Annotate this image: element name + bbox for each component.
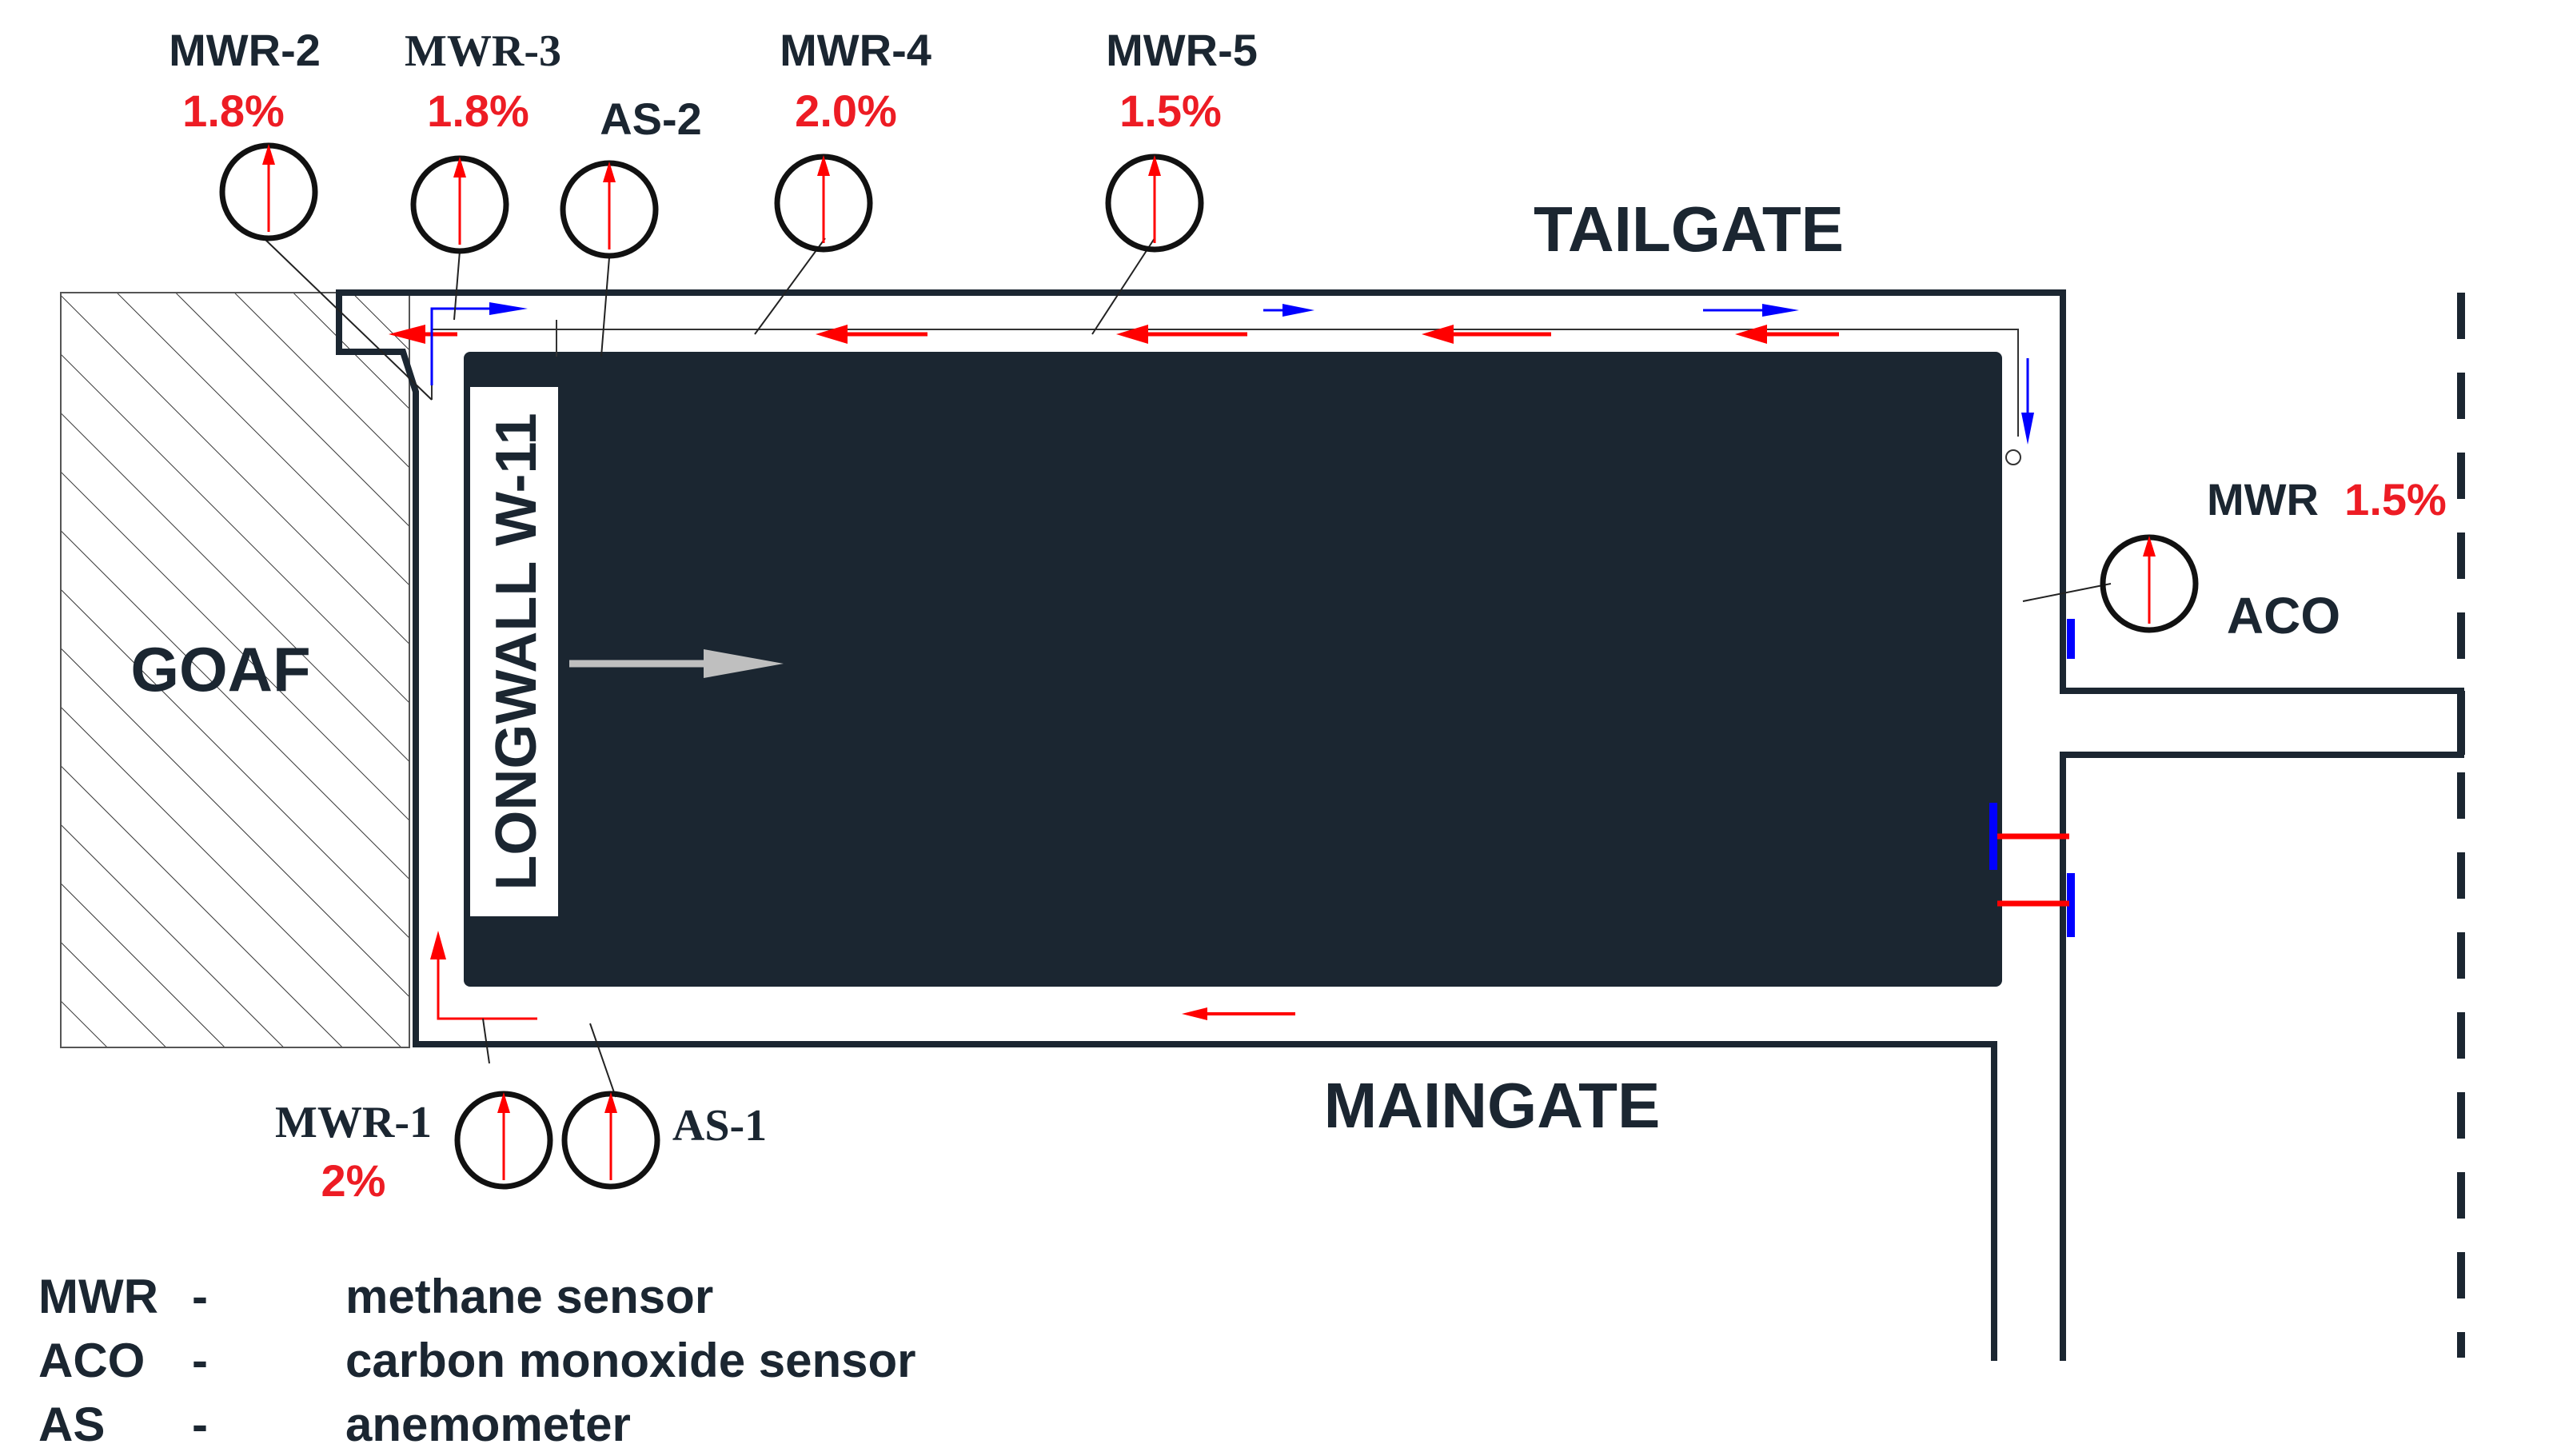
- goaf-label: GOAF: [130, 634, 310, 704]
- legend: MWR - methane sensor ACO - carbon monoxi…: [38, 1270, 916, 1451]
- goaf-area: GOAF: [60, 292, 410, 1048]
- sensor-mwr1-label: MWR-1: [275, 1098, 432, 1147]
- advance-direction-arrow: [569, 649, 784, 678]
- legend-desc: carbon monoxide sensor: [345, 1334, 916, 1387]
- maingate-label: MAINGATE: [1324, 1070, 1661, 1141]
- blue-arrow-1: [430, 302, 528, 385]
- sensor-mwr4: MWR-4 2.0%: [774, 25, 931, 253]
- sensor-mwr3-label: MWR-3: [405, 26, 561, 76]
- airflow-arrow-tailgate-2: [816, 325, 927, 344]
- sensor-mwr4-value: 2.0%: [795, 86, 897, 136]
- legend-row: ACO - carbon monoxide sensor: [38, 1334, 916, 1387]
- airflow-arrow-maingate: [1182, 1007, 1295, 1020]
- sensor-mwr-aco: MWR 1.5% ACO: [2100, 474, 2447, 644]
- sensor-mwr-value: 1.5%: [2344, 474, 2447, 525]
- longwall-label: LONGWALL W-11: [485, 413, 548, 890]
- legend-code: ACO: [38, 1334, 145, 1387]
- airflow-arrow-tailgate-1: [389, 325, 457, 344]
- crosscut-wall: [2060, 752, 2464, 1361]
- longwall-label-box: [470, 387, 558, 916]
- blue-arrow-3: [1703, 304, 1799, 317]
- airflow-arrow-tailgate-3: [1116, 325, 1247, 344]
- sensor-as2: AS-2: [560, 94, 702, 259]
- sensor-mwr5: MWR-5 1.5%: [1105, 25, 1258, 253]
- sensor-mwr1: MWR-1 2%: [275, 1091, 553, 1206]
- airflow-arrows: [389, 302, 2034, 1020]
- sensor-mwr-label: MWR: [2207, 474, 2319, 525]
- goaf-side-wall: [336, 349, 1997, 1361]
- legend-code: AS: [38, 1398, 105, 1451]
- sensor-as1-label: AS-1: [672, 1101, 767, 1151]
- sensor-mwr3: MWR-3 1.8%: [405, 26, 561, 254]
- tailgate-label: TAILGATE: [1534, 193, 1844, 265]
- legend-code: MWR: [38, 1270, 158, 1323]
- leader-lines: [261, 236, 2112, 1098]
- sensor-mwr1-value: 2%: [321, 1155, 386, 1206]
- legend-row: AS - anemometer: [38, 1398, 631, 1451]
- sensor-mwr5-value: 1.5%: [1119, 86, 1222, 136]
- airflow-arrow-tailgate-5: [1735, 325, 1839, 344]
- legend-dash: -: [192, 1398, 208, 1451]
- blue-arrow-down: [2021, 358, 2034, 445]
- longwall-block: LONGWALL W-11: [464, 352, 2002, 987]
- sensor-mwr2: MWR-2 1.8%: [169, 25, 321, 241]
- sensor-mwr4-label: MWR-4: [780, 25, 931, 75]
- sensor-aco-label: ACO: [2227, 587, 2340, 644]
- sensor-mwr3-value: 1.8%: [427, 86, 529, 136]
- legend-desc: methane sensor: [345, 1270, 713, 1323]
- blue-arrow-2: [1263, 304, 1314, 317]
- sensor-as2-label: AS-2: [600, 94, 702, 144]
- airflow-arrow-face-start: [430, 931, 537, 1020]
- airflow-arrow-tailgate-4: [1422, 325, 1551, 344]
- sensor-mwr2-label: MWR-2: [169, 25, 321, 75]
- sensor-mwr5-label: MWR-5: [1106, 25, 1258, 75]
- ventilation-doors: [1989, 619, 2075, 937]
- roadway-walls: [336, 289, 2465, 1361]
- legend-dash: -: [192, 1270, 208, 1323]
- sensor-mwr2-value: 1.8%: [182, 86, 285, 136]
- legend-row: MWR - methane sensor: [38, 1270, 713, 1323]
- sensor-as1: AS-1: [561, 1091, 767, 1190]
- tailgate-wall: [336, 289, 2464, 694]
- legend-dash: -: [192, 1334, 208, 1387]
- legend-desc: anemometer: [345, 1398, 631, 1451]
